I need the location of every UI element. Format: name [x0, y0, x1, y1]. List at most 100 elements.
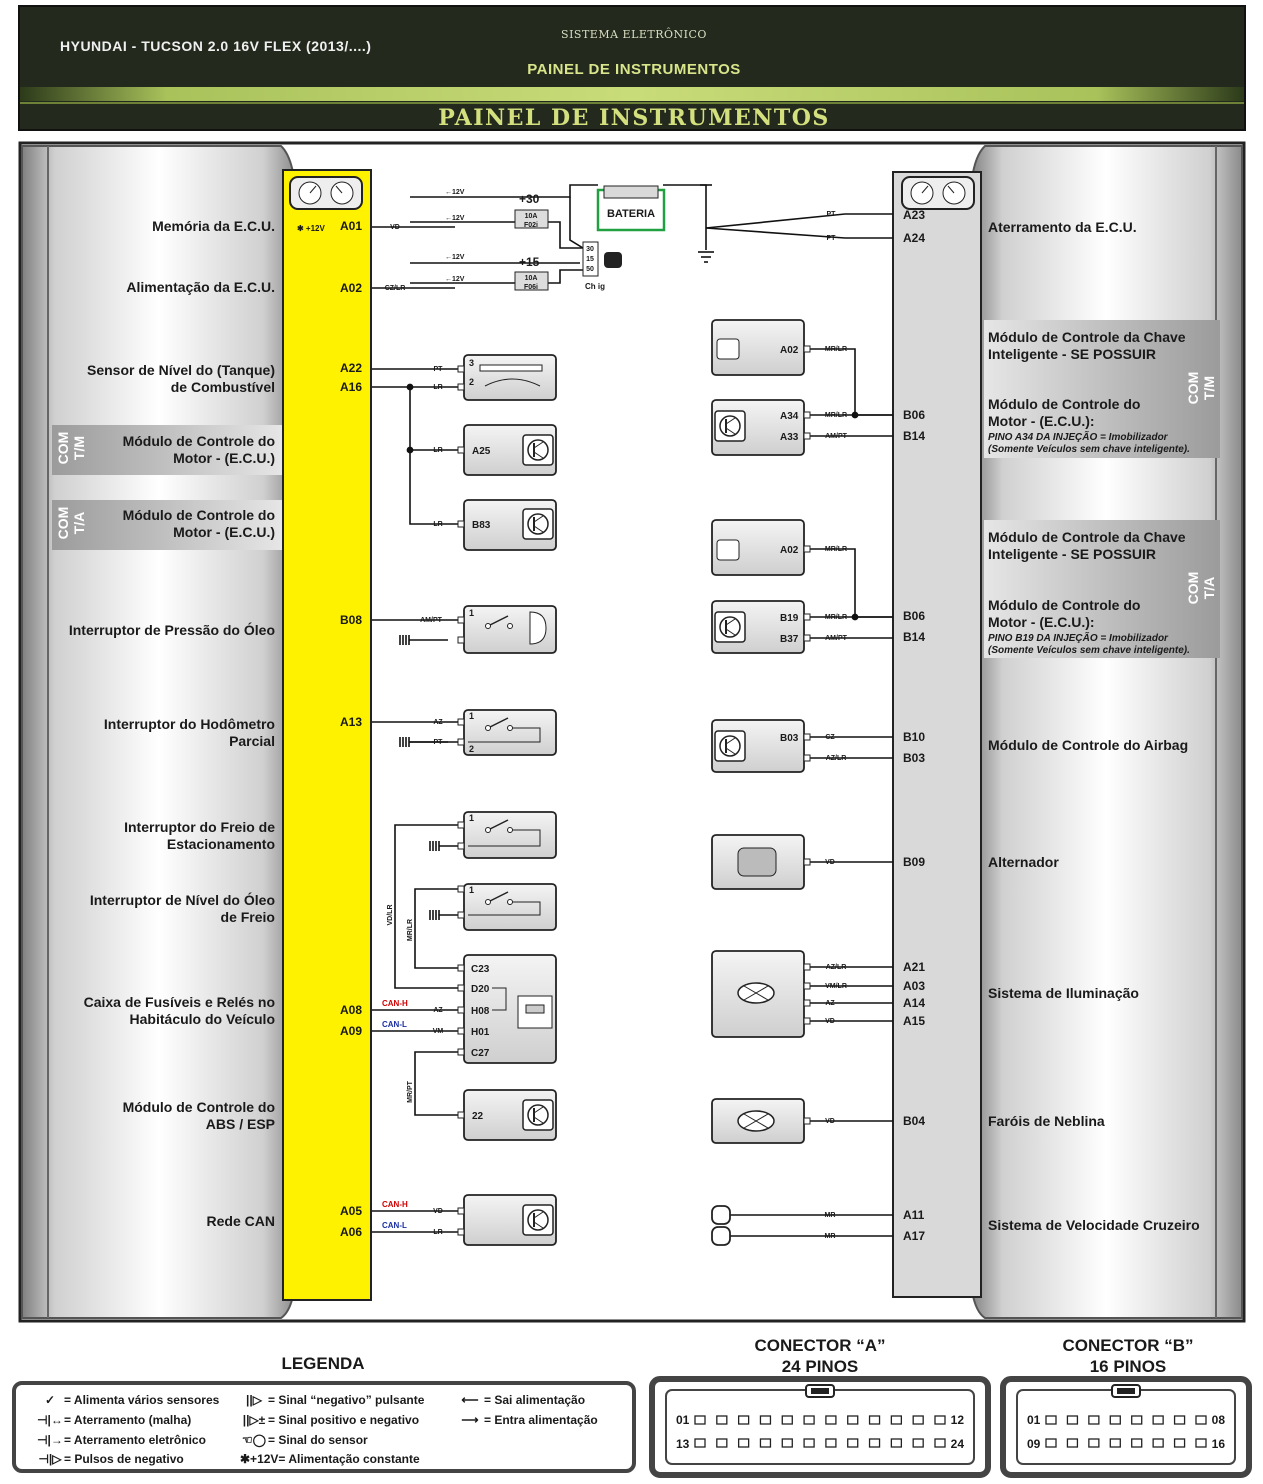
brake-fluid-level-switch	[463, 883, 557, 931]
wire	[705, 227, 893, 239]
connector-pin	[890, 1438, 903, 1448]
switch-icon	[507, 899, 513, 905]
pin-B14: B14	[903, 630, 925, 644]
ignition-label: Ch ig	[585, 282, 605, 291]
fuse-id: F02i	[524, 222, 538, 229]
ignition-terminal: 30	[586, 246, 594, 253]
connector-face	[665, 1389, 975, 1465]
connector-pin	[1173, 1438, 1186, 1448]
wire-color-label: MR/LR	[825, 412, 847, 419]
wire-color-label: VD	[825, 859, 835, 866]
pin-terminal	[803, 858, 811, 866]
arrow-right-icon: ⟶	[461, 1413, 479, 1427]
pin-terminal	[457, 718, 465, 726]
wire-color-label: VD/LR	[387, 905, 394, 926]
pin-terminal	[803, 411, 811, 419]
pin-A06: A06	[340, 1225, 362, 1239]
connector-pin	[803, 1438, 815, 1448]
pin-terminal	[457, 885, 465, 893]
wire	[569, 197, 584, 249]
pin-labels: A01A02A22A16B08A13A08A09A05A06A23A24B06B…	[340, 208, 925, 1243]
module-icon	[527, 439, 549, 461]
wire	[548, 221, 583, 249]
connector-pin	[1195, 1415, 1207, 1425]
pin-terminal	[457, 964, 465, 972]
module-icon	[533, 441, 544, 449]
right-labels: Aterramento da E.C.U.Módulo de Controle …	[988, 219, 1200, 1233]
right-label-chave_ta: Módulo de Controle da Chave	[988, 529, 1186, 545]
connector-pin	[868, 1438, 881, 1448]
connector-b-title: CONECTOR “B” 16 PINOS	[1062, 1336, 1194, 1376]
junction	[406, 446, 414, 454]
pin-A09: A09	[340, 1024, 362, 1038]
pin-number: 2	[469, 744, 474, 754]
module-icon	[533, 515, 544, 523]
pin-A24: A24	[903, 231, 925, 245]
wire-color-label: AZ/LR	[826, 755, 847, 762]
pin-number: 1	[469, 885, 474, 895]
pin-number: 01	[1027, 1413, 1041, 1427]
panel-subtitle: PAINEL DE INSTRUMENTOS	[527, 61, 741, 78]
ignition-terminal: 50	[586, 266, 594, 273]
pin-abs: 22	[472, 1111, 484, 1122]
left-label-can: Rede CAN	[207, 1213, 275, 1229]
lamp-icon	[743, 1113, 769, 1129]
switch-icon	[507, 623, 513, 629]
can-h-label: CAN-H	[382, 999, 408, 1008]
wire-color-label: VD	[825, 1018, 835, 1025]
pin-terminal	[803, 634, 811, 642]
right-note-motor_tm: (Somente Veículos sem chave inteligente)…	[988, 444, 1190, 455]
right-label-motor_tm: Motor - (E.C.U.):	[988, 413, 1095, 429]
module-icon	[527, 1104, 549, 1126]
wire-color-label: MR/LR	[825, 546, 847, 553]
wire	[414, 888, 458, 969]
legend-item: ⟶= Entra alimentação	[456, 1413, 597, 1427]
can-l-label: CAN-L	[382, 1020, 407, 1029]
right-label-chave_tm: Módulo de Controle da Chave	[988, 329, 1186, 345]
pin-terminal	[457, 365, 465, 373]
pin-number: 09	[1027, 1437, 1041, 1451]
pin-terminal	[457, 383, 465, 391]
supply-label: ←12V	[445, 254, 465, 261]
pin-terminal	[803, 545, 811, 553]
right-label-neblina: Faróis de Neblina	[988, 1113, 1105, 1129]
pin-A23: A23	[903, 208, 925, 222]
connector-pin	[1152, 1415, 1164, 1425]
can-h-label: CAN-H	[382, 1200, 408, 1209]
pin-b19: B19	[780, 613, 799, 624]
wire	[394, 824, 458, 989]
pin-terminal	[457, 984, 465, 992]
left-label-caixa: Caixa de Fusíveis e Relés no	[84, 994, 275, 1010]
pin-A17: A17	[903, 1229, 925, 1243]
module-icon	[533, 1211, 544, 1219]
pin-b37: B37	[780, 634, 799, 645]
plus15-label: +15	[519, 255, 540, 269]
legend-title: LEGENDA	[281, 1354, 365, 1373]
pin-b83: B83	[472, 520, 491, 531]
wires	[372, 184, 893, 1237]
fuel-level-sensor	[463, 354, 557, 401]
relay-icon	[517, 995, 553, 1029]
sensor-element	[479, 364, 543, 372]
plus30-label: +30	[519, 192, 540, 206]
wire	[548, 269, 583, 284]
pin-number: 08	[1212, 1413, 1226, 1427]
page-title: PAINEL DE INSTRUMENTOS	[438, 105, 830, 131]
legend-item: ⟵= Sai alimentação	[456, 1393, 585, 1407]
instrument-panel-connector	[282, 169, 372, 1301]
connector-pin	[1195, 1438, 1207, 1448]
key-fob-icon	[716, 338, 740, 360]
wire-color-label: VD	[825, 1118, 835, 1125]
module-icon	[533, 1116, 544, 1124]
legend-item: ✱+12V= Alimentação constante	[240, 1452, 420, 1466]
connector-pin	[868, 1415, 881, 1425]
junction	[406, 383, 414, 391]
tag-motor_ta: T/A	[1201, 577, 1217, 600]
header-stripe-line	[20, 102, 1244, 104]
connector-pin	[1173, 1415, 1186, 1425]
legend-item: ✓= Alimenta vários sensores	[36, 1393, 219, 1407]
switch-icon	[507, 725, 513, 731]
check-icon: ✓	[44, 1393, 56, 1407]
wire-color-label: AZ	[433, 1007, 443, 1014]
